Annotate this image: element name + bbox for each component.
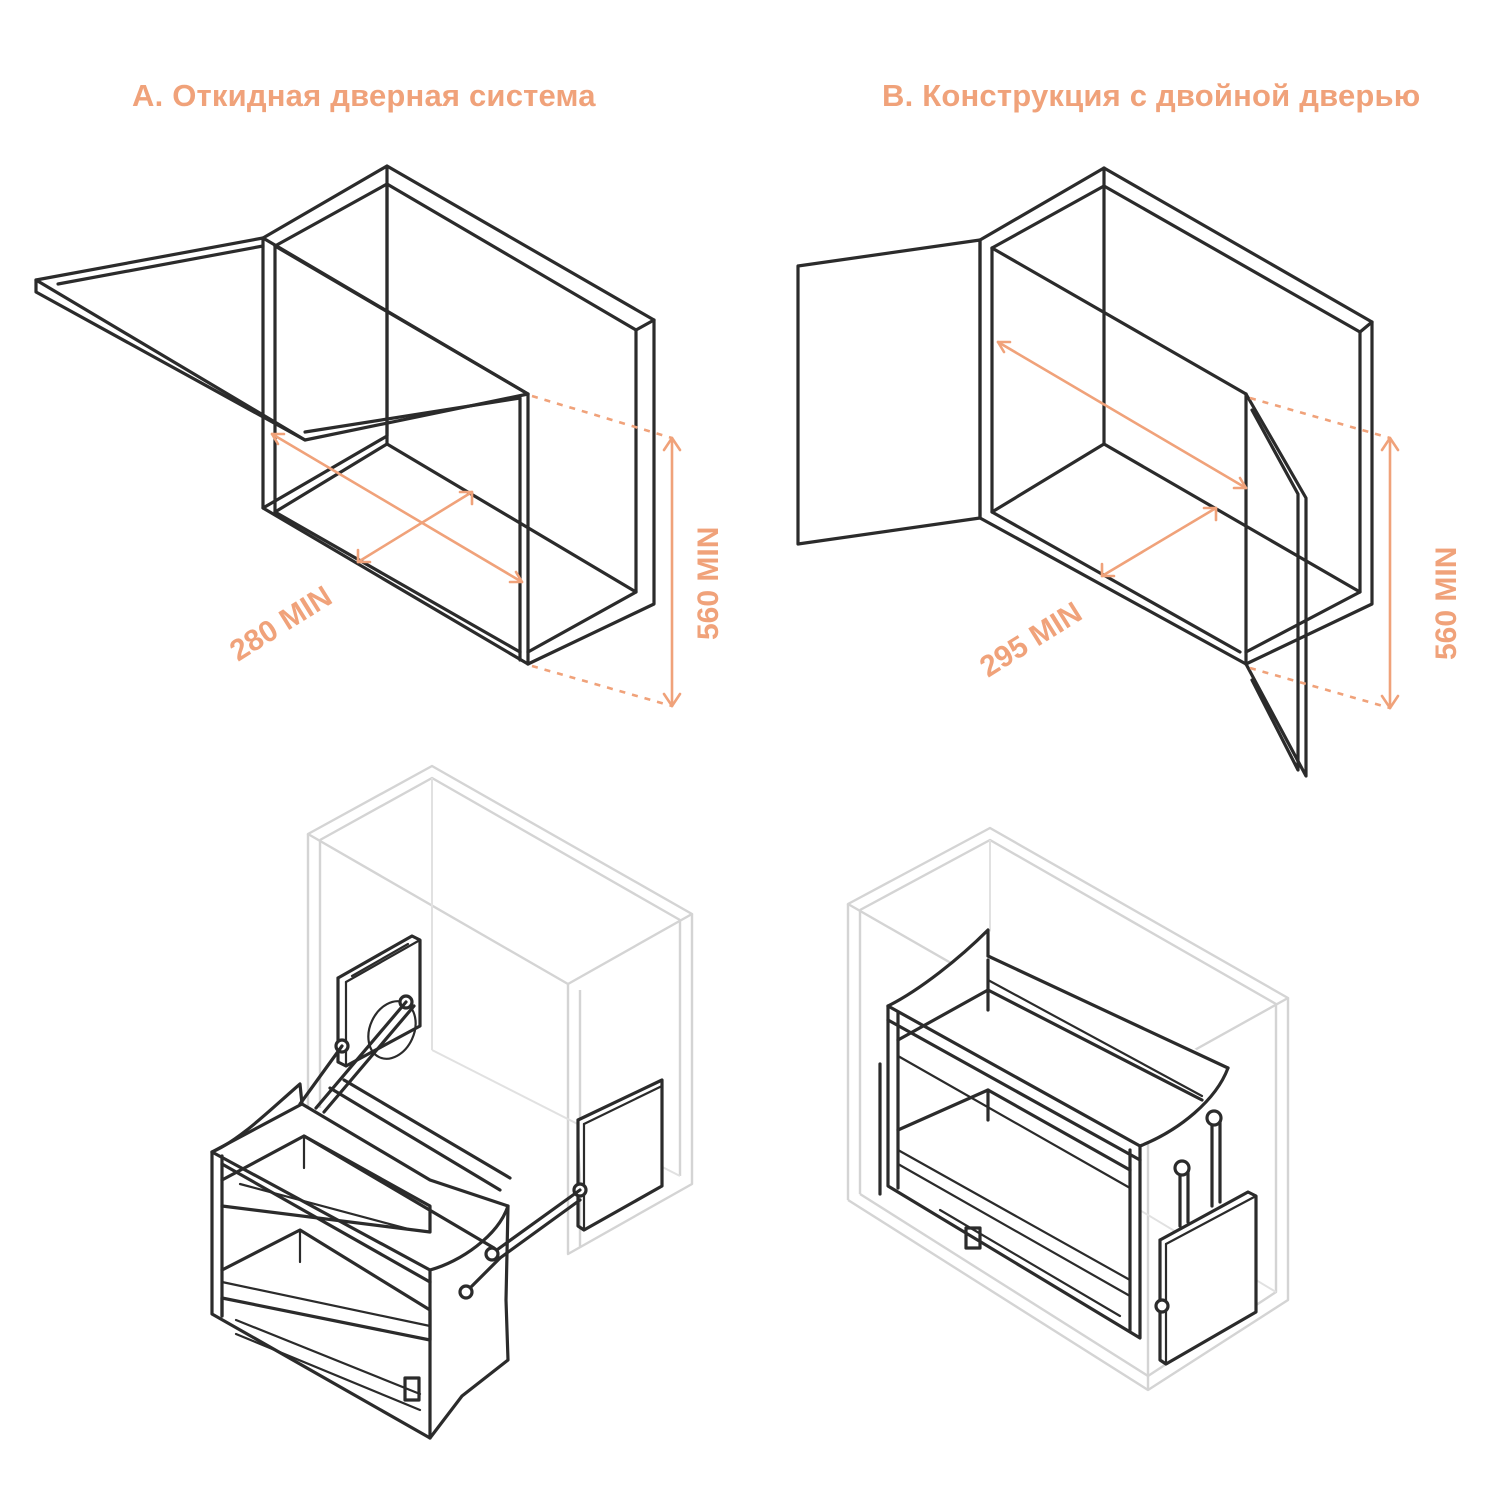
cabinet-b-double-door (796, 166, 1374, 778)
ghost-cabinet-a (306, 764, 694, 1256)
dimension-label-b-height: 560 MIN (1430, 547, 1463, 660)
lift-mechanism-b (878, 928, 1258, 1366)
lift-mechanism-a (210, 934, 664, 1440)
cabinet-a-flip-up-door (34, 164, 656, 666)
title-double-door-construction: B. Конструкция с двойной дверью (882, 78, 1421, 113)
title-flip-up-door-system: A. Откидная дверная система (132, 78, 596, 113)
dimension-lines-a (270, 394, 682, 708)
dimension-label-a-height: 560 MIN (692, 527, 725, 640)
dimension-lines-b (996, 340, 1400, 710)
dimension-label-a-depth: 280 MIN (224, 580, 338, 668)
dimension-label-b-depth: 295 MIN (974, 596, 1088, 684)
